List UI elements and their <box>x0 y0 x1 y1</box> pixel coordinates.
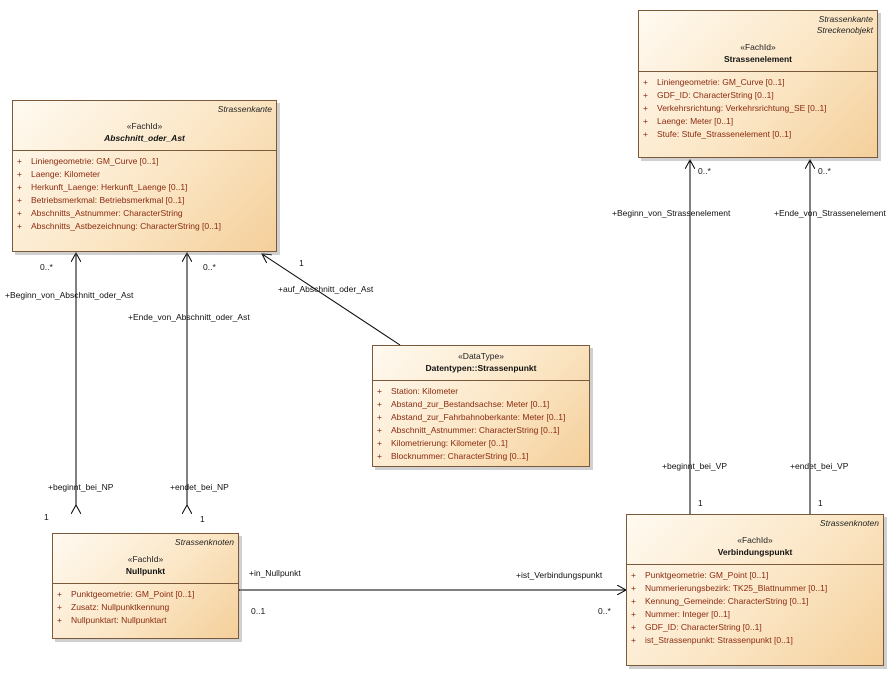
role-label: +ist_Verbindungspunkt <box>516 570 603 580</box>
class-header: Strassenkante Streckenobjekt «FachId» St… <box>639 11 877 72</box>
multiplicity-label: 1 <box>818 498 823 508</box>
class-name: Abschnitt_oder_Ast <box>104 133 185 143</box>
attribute-list: +Punktgeometrie: GM_Point [0..1] +Zusatz… <box>53 584 238 629</box>
attribute-list: +Liniengeometrie: GM_Curve [0..1] +Laeng… <box>13 151 276 235</box>
role-label: +Beginn_von_Abschnitt_oder_Ast <box>5 290 134 300</box>
stereotype-label: «FachId» <box>126 121 163 131</box>
class-verbindungspunkt[interactable]: Strassenknoten «FachId» Verbindungspunkt… <box>626 514 884 666</box>
attribute-row[interactable]: +Punktgeometrie: GM_Point [0..1] <box>57 589 195 599</box>
attribute-row[interactable]: +Verkehrsrichtung: Verkehrsrichtung_SE [… <box>643 103 827 113</box>
multiplicity-label: 0..* <box>40 262 53 272</box>
stereotype-label: «DataType» <box>458 351 504 361</box>
package-label: Strassenknoten <box>819 518 879 528</box>
stereotype-label: «FachId» <box>127 554 164 564</box>
role-label: +Beginn_von_Strassenelement <box>612 208 731 218</box>
class-abschnitt-oder-ast[interactable]: Strassenkante «FachId» Abschnitt_oder_As… <box>12 100 277 252</box>
attribute-row[interactable]: +Nullpunktart: Nullpunktart <box>57 615 167 625</box>
attribute-row[interactable]: +Kilometrierung: Kilometer [0..1] <box>377 438 508 448</box>
attribute-row[interactable]: +Stufe: Stufe_Strassenelement [0..1] <box>643 129 792 139</box>
attribute-list: +Station: Kilometer +Abstand_zur_Bestand… <box>373 381 589 465</box>
attribute-row[interactable]: +GDF_ID: CharacterString [0..1] <box>631 622 762 632</box>
attribute-row[interactable]: +Liniengeometrie: GM_Curve [0..1] <box>643 77 785 87</box>
class-name: Strassenelement <box>723 54 793 64</box>
attribute-row[interactable]: +Punktgeometrie: GM_Point [0..1] <box>631 570 769 580</box>
attribute-row[interactable]: +Kennung_Gemeinde: CharacterString [0..1… <box>631 596 809 606</box>
role-label: +beginnt_bei_NP <box>48 482 114 492</box>
class-header: Strassenknoten «FachId» Nullpunkt <box>53 534 238 584</box>
role-label: +in_Nullpunkt <box>249 568 301 578</box>
attribute-row[interactable]: +Laenge: Kilometer <box>17 169 100 179</box>
attribute-row[interactable]: +Herkunft_Laenge: Herkunft_Laenge [0..1] <box>17 182 188 192</box>
class-header: Strassenkante «FachId» Abschnitt_oder_As… <box>13 101 276 151</box>
package-label: Strassenkante <box>818 14 873 24</box>
multiplicity-label: 0..1 <box>251 606 266 616</box>
attribute-row[interactable]: +Abschnitts_Astnummer: CharacterString <box>17 208 183 218</box>
multiplicity-label: 0..* <box>818 166 831 176</box>
attribute-row[interactable]: +ist_Strassenpunkt: Strassenpunkt [0..1] <box>631 635 793 645</box>
stereotype-label: «FachId» <box>737 535 773 545</box>
role-label: +auf_Abschnitt_oder_Ast <box>278 284 374 294</box>
class-nullpunkt[interactable]: Strassenknoten «FachId» Nullpunkt +Punkt… <box>52 533 239 639</box>
multiplicity-label: 1 <box>698 498 703 508</box>
class-name: Datentypen::Strassenpunkt <box>425 363 537 373</box>
attribute-row[interactable]: +Liniengeometrie: GM_Curve [0..1] <box>17 156 159 166</box>
multiplicity-label: 1 <box>200 514 205 524</box>
class-name: Verbindungspunkt <box>717 547 793 557</box>
package-label-secondary: Streckenobjekt <box>816 25 873 35</box>
attribute-row[interactable]: +Zusatz: Nullpunktkennung <box>57 602 170 612</box>
stereotype-label: «FachId» <box>740 42 776 52</box>
multiplicity-label: 0..* <box>203 262 216 272</box>
attribute-row[interactable]: +Nummerierungsbezirk: TK25_Blattnummer [… <box>631 583 828 593</box>
role-label: +beginnt_bei_VP <box>662 461 727 471</box>
multiplicity-label: 1 <box>299 258 304 268</box>
class-name: Nullpunkt <box>125 566 166 576</box>
attribute-row[interactable]: +Abstand_zur_Bestandsachse: Meter [0..1] <box>377 399 550 409</box>
attribute-list: +Punktgeometrie: GM_Point [0..1] +Nummer… <box>627 565 883 649</box>
attribute-row[interactable]: +Nummer: Integer [0..1] <box>631 609 731 619</box>
class-strassenpunkt[interactable]: «DataType» Datentypen::Strassenpunkt +St… <box>372 345 590 467</box>
role-label: +endet_bei_NP <box>170 482 229 492</box>
attribute-row[interactable]: +GDF_ID: CharacterString [0..1] <box>643 90 774 100</box>
package-label: Strassenknoten <box>174 537 234 547</box>
multiplicity-label: 0..* <box>698 166 711 176</box>
attribute-row[interactable]: +Abstand_zur_Fahrbahnoberkante: Meter [0… <box>377 412 566 422</box>
role-label: +endet_bei_VP <box>790 461 849 471</box>
attribute-row[interactable]: +Abschnitt_Astnummer: CharacterString [0… <box>377 425 560 435</box>
role-label: +Ende_von_Abschnitt_oder_Ast <box>128 312 250 322</box>
package-label: Strassenkante <box>217 104 272 114</box>
multiplicity-label: 0..* <box>598 606 611 616</box>
attribute-row[interactable]: +Laenge: Meter [0..1] <box>643 116 734 126</box>
assoc-auf-abschnitt <box>262 254 401 346</box>
role-label: +Ende_von_Strassenelement <box>774 208 886 218</box>
class-strassenelement[interactable]: Strassenkante Streckenobjekt «FachId» St… <box>638 10 878 158</box>
class-header: Strassenknoten «FachId» Verbindungspunkt <box>627 515 883 565</box>
attribute-row[interactable]: +Betriebsmerkmal: Betriebsmerkmal [0..1] <box>17 195 185 205</box>
attribute-row[interactable]: +Station: Kilometer <box>377 386 459 396</box>
multiplicity-label: 1 <box>44 512 49 522</box>
attribute-list: +Liniengeometrie: GM_Curve [0..1] +GDF_I… <box>639 72 877 143</box>
attribute-row[interactable]: +Blocknummer: CharacterString [0..1] <box>377 451 529 461</box>
class-header: «DataType» Datentypen::Strassenpunkt <box>373 346 589 381</box>
attribute-row[interactable]: +Abschnitts_Astbezeichnung: CharacterStr… <box>17 221 221 231</box>
